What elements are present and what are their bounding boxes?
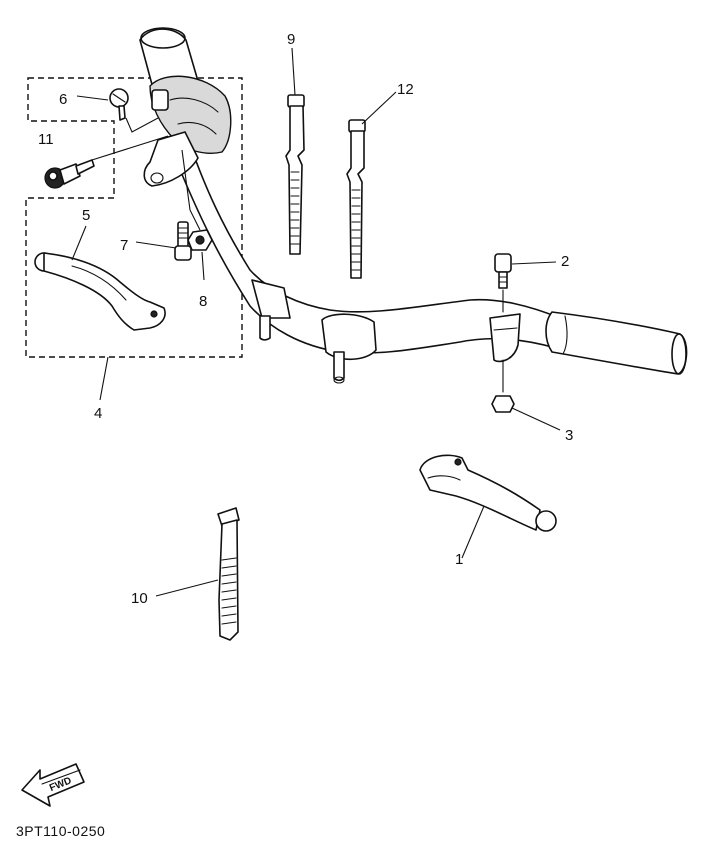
label-part-7: 7 [120,237,128,254]
label-part-1: 1 [455,551,463,568]
label-part-11: 11 [38,131,54,148]
label-part-6: 6 [59,91,67,108]
label-part-5: 5 [82,207,90,224]
nut-8 [187,229,213,251]
cable-tie-10 [217,507,240,641]
screw-6 [109,88,129,121]
part-labels: 9 12 6 11 5 7 8 4 2 3 1 10 [38,31,573,607]
handlebar [139,27,688,384]
bolt-7 [174,221,192,261]
drawing-code: 3PT110-0250 [16,823,105,839]
label-part-3: 3 [565,427,573,444]
screw-11 [44,159,95,189]
nut-3 [491,359,515,413]
label-part-9: 9 [287,31,295,48]
cable-tie-12 [346,119,366,279]
cable-tie-9 [285,94,305,255]
label-part-12: 12 [397,81,414,98]
label-part-10: 10 [131,590,148,607]
label-part-8: 8 [199,293,207,310]
lever-5 [34,252,166,331]
assembly-box-4 [25,77,243,358]
label-part-4: 4 [94,405,102,422]
bolt-2 [494,253,512,313]
fwd-arrow-icon: FWD [21,763,85,807]
label-part-2: 2 [561,253,569,270]
lever-1 [419,454,557,532]
leader-lines [71,47,561,597]
